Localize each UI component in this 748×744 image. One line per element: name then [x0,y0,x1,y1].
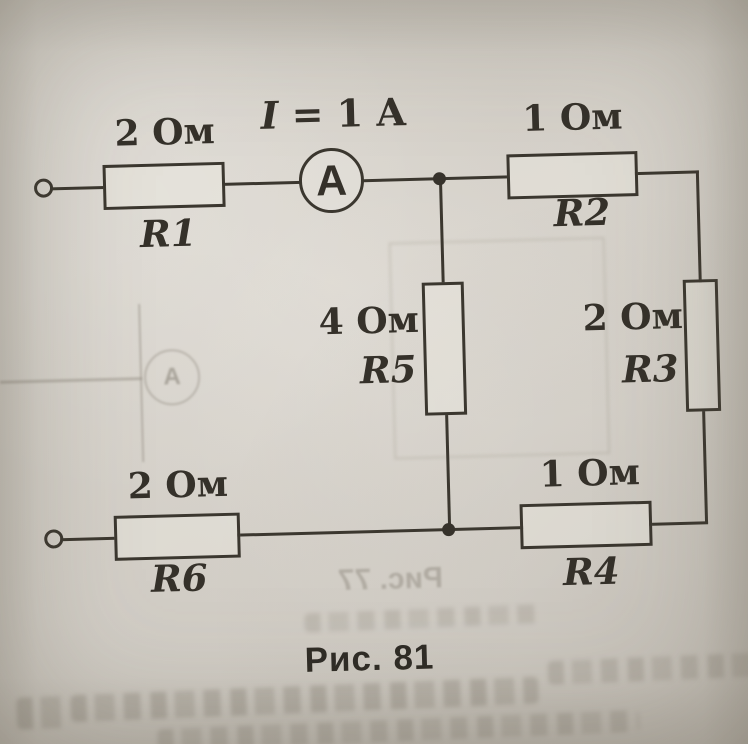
resistor-r3-body [682,278,722,412]
ghost-text-band [16,695,70,730]
wire-r5-to-junction [444,413,452,531]
ghost-ammeter: A [143,348,201,407]
wire-r2-to-right-corner [634,169,699,175]
terminal-bottom-left [44,529,64,549]
junction-node-top [432,171,447,185]
ghost-ammeter-symbol: A [163,363,182,391]
resistor-r2-name: R2 [553,189,611,236]
ghost-text-band [304,603,545,633]
wire-junction-to-r5 [438,178,445,285]
junction-node-bottom [441,522,456,536]
ammeter: A [298,147,365,214]
resistor-r1-body [102,161,226,211]
resistor-r2-value: 1 Ом [521,95,624,141]
current-symbol: I [260,92,279,138]
ghost-caption: Рис. 77 [337,561,444,598]
resistor-r3-value: 2 Ом [582,294,684,340]
wire-top-terminal-to-r1 [50,185,106,191]
figure-caption: Рис. 81 [304,637,435,680]
resistor-r1-name: R1 [139,210,198,257]
resistor-r4-body [519,500,653,550]
resistor-r6-value: 2 Ом [127,462,229,508]
terminal-top-left [33,178,54,198]
wire-r1-to-ammeter [222,180,302,186]
resistor-r1-value: 2 Ом [114,110,216,155]
resistor-r5-name: R5 [359,346,418,393]
resistor-r5-body [421,281,468,416]
ghost-wire [138,304,145,463]
wire-bottom-terminal-to-r6 [60,536,117,542]
ghost-figure-box [388,236,611,460]
ghost-wire [0,377,143,384]
resistor-r3-name: R3 [621,346,680,392]
wire-r4-to-right-corner [649,520,709,526]
wire-r3-to-bottom [701,409,708,524]
wire-right-top-to-r3 [695,169,702,282]
ghost-text-band [547,652,748,685]
ghost-text-band [70,676,539,723]
ghost-text-band [157,709,640,744]
resistor-r4-value: 1 Ом [539,451,641,496]
resistor-r6-body [113,512,241,561]
ammeter-reading: I = 1 A [260,89,407,138]
resistor-r5-value: 4 Ом [318,298,420,344]
wire-r6-to-r4 [237,525,524,537]
current-value: = 1 A [291,89,407,138]
resistor-r4-name: R4 [562,548,621,595]
resistor-r6-name: R6 [150,555,209,601]
ammeter-symbol: A [315,156,348,206]
